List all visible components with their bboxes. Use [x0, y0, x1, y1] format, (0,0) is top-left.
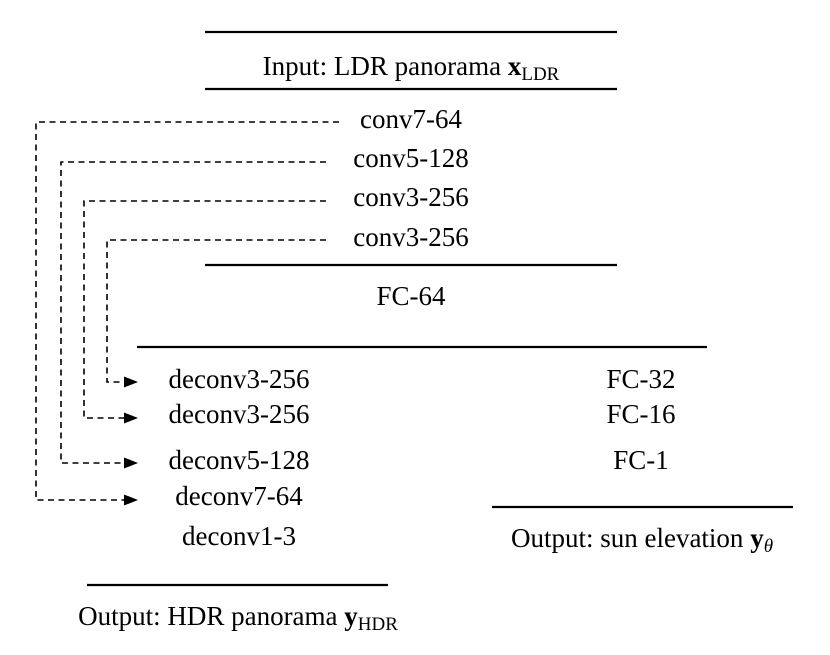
sun-output-label: Output: sun elevation yθ	[511, 523, 773, 557]
skip-connection-conv3-256-a	[83, 200, 326, 419]
bottleneck-layer: FC-64	[376, 281, 446, 311]
hdr-output-label: Output: HDR panorama yHDR	[78, 601, 398, 635]
decoder-layer-3: deconv5-128	[169, 445, 310, 475]
skip-arrow-head-icon	[124, 412, 138, 424]
skip-arrow-head-icon	[124, 457, 138, 469]
decoder-layer-2: deconv3-256	[169, 399, 310, 429]
encoder-layer-4: conv3-256	[353, 222, 468, 252]
sun-branch-layer-3: FC-1	[613, 445, 669, 475]
sun-branch-layer-2: FC-16	[606, 399, 675, 429]
sun-branch-layer-1: FC-32	[606, 364, 675, 394]
skip-arrow-head-icon	[124, 376, 138, 388]
input-label: Input: LDR panorama xLDR	[263, 51, 560, 85]
decoder-layer-1: deconv3-256	[169, 364, 310, 394]
skip-connection-conv7-64	[35, 121, 339, 501]
encoder-layer-2: conv5-128	[353, 143, 468, 173]
encoder-layer-1: conv7-64	[360, 104, 462, 134]
skip-connection-conv3-256-b	[106, 239, 326, 383]
decoder-layer-4: deconv7-64	[175, 481, 303, 511]
encoder-layer-3: conv3-256	[353, 182, 468, 212]
skip-connection-conv5-128	[60, 161, 326, 464]
skip-arrow-head-icon	[124, 494, 138, 506]
decoder-layer-5: deconv1-3	[182, 521, 296, 551]
